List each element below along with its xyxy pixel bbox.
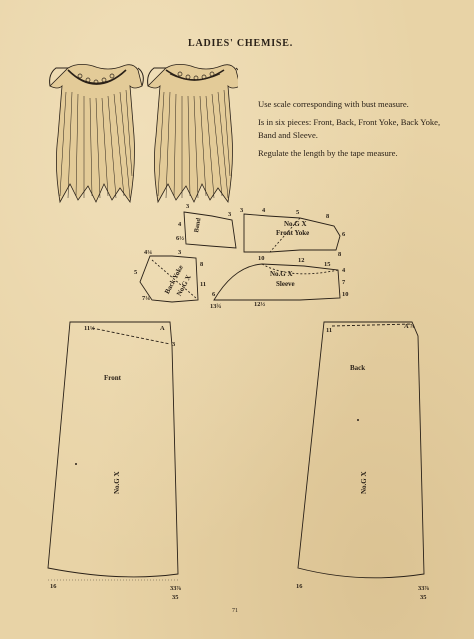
front-outline (47, 321, 179, 578)
instruction-length: Regulate the length by the tape measure. (258, 148, 398, 158)
chemise-illustration (49, 64, 238, 204)
fy-mark-right-a: 4 (262, 207, 266, 214)
fy-mark-right-d: 6 (342, 231, 346, 238)
instruction-scale: Use scale corresponding with bust measur… (258, 99, 409, 109)
by-mark-f: 11 (200, 281, 207, 288)
fy-mark-a: 3 (186, 203, 190, 210)
sl-mark-right-c: 10 (342, 291, 349, 298)
sl-mark-b: 10 (258, 255, 265, 262)
sleeve-outline (213, 263, 341, 301)
page-number: 71 (232, 608, 238, 614)
fy-mark-left-top: 4 (178, 221, 182, 228)
front-mark-top-right: A (160, 325, 165, 332)
by-mark-e: 8 (200, 261, 204, 268)
front-mark-bottom-right-a: 33⅞ (170, 585, 182, 592)
by-mark-left-b: 5 (134, 269, 138, 276)
front-mark-bottom-left: 16 (50, 583, 57, 590)
fy-mark-right-e: 8 (338, 251, 342, 258)
fy-mark-b: 3 (228, 211, 232, 218)
front-size: No.G X (113, 471, 121, 494)
sl-mark-right-b: 7 (342, 279, 346, 286)
chemise-front-figure (49, 64, 144, 204)
front-yoke-outline (243, 213, 341, 253)
back-mark-top-frac: ⅞ (410, 323, 415, 330)
front-mark-shoulder: 3 (172, 341, 176, 348)
sleeve-name: Sleeve (276, 280, 295, 288)
back-mark-top-left: 11 (326, 327, 333, 334)
back-size: No.G X (360, 471, 368, 494)
back-outline (297, 321, 425, 579)
by-mark-left-a: 4¼ (144, 249, 152, 256)
page-title: LADIES' CHEMISE. (188, 38, 294, 49)
back-yoke-outline (139, 255, 199, 303)
by-mark-d: 3 (178, 249, 182, 256)
back-mark-top-right: A (404, 323, 409, 330)
instruction-pieces: Is in six pieces: Front, Back, Front Yok… (258, 117, 441, 140)
band-outline (183, 211, 237, 249)
sl-mark-d: 15 (324, 261, 331, 268)
sl-mark-e: 12½ (254, 301, 266, 308)
front-name: Front (104, 374, 121, 382)
back-mark-bottom-right-b: 35 (420, 594, 427, 601)
back-mark-bottom-left: 16 (296, 583, 303, 590)
front-mark-top-left: 11¼ (84, 325, 95, 332)
sl-mark-f: 13¾ (210, 303, 222, 310)
front-mark-bottom-right-b: 35 (172, 594, 179, 601)
fy-mark-right-c: 8 (326, 213, 330, 220)
fy-mark-right-b: 5 (296, 209, 300, 216)
back-name: Back (350, 364, 366, 372)
by-mark-left-c: 7¼ (142, 295, 150, 302)
back-mark-bottom-right-a: 33⅞ (418, 585, 430, 592)
fy-mark-c: 3 (240, 207, 244, 214)
sl-mark-c: 12 (298, 257, 305, 264)
sl-mark-a: 6 (212, 291, 216, 298)
fy-mark-left-mid: 6½ (176, 235, 184, 242)
front-yoke-name: Front Yoke (276, 229, 310, 237)
sl-mark-right-a: 4 (342, 267, 346, 274)
front-yoke-size: No.G X (284, 220, 307, 228)
sleeve-size: No.G X (270, 270, 293, 278)
instructions: Use scale corresponding with bust measur… (258, 98, 458, 165)
chemise-back-figure (147, 64, 238, 204)
